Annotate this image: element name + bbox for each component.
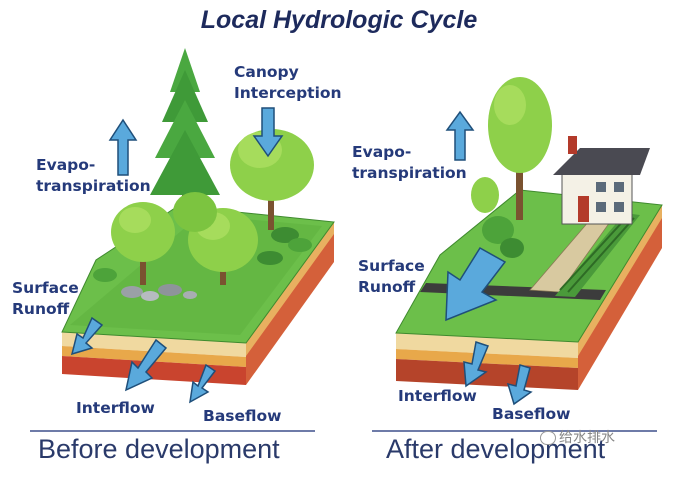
before-baseflow-arrow [189,363,217,404]
canopy-interception-arrow [252,107,284,158]
after-surface-runoff-arrow [445,246,507,322]
before-grass-shade [70,215,322,335]
before-development-caption: Before development [38,434,280,464]
conifer-tree [150,48,220,220]
watermark-icon [540,431,556,446]
before-evapotranspiration-label: Evapo- transpiration [36,155,151,197]
before-interflow-arrow [124,338,168,392]
after-baseflow-label: Baseflow [492,405,571,423]
canopy-interception-label: Canopy Interception [234,62,342,104]
flow-arrows [70,107,533,406]
after-caption-rule [372,430,657,432]
after-surface-line2: Runoff [358,278,416,296]
canopy-label-line2: Interception [234,84,342,102]
watermark-text: 给水排水 [559,429,615,445]
after-evapotranspiration-arrow [445,110,475,161]
before-surface-runoff-label: Surface Runoff [12,278,79,320]
after-shrubs [471,177,524,258]
after-evapo-line2: transpiration [352,164,467,182]
before-soil-bottom-layer [62,356,246,385]
before-evapo-line2: transpiration [36,177,151,195]
after-surface-runoff-label: Surface Runoff [358,256,425,298]
after-soil-bottom-layer [396,359,578,390]
canopy-label-line1: Canopy [234,63,299,81]
garden-rows [555,213,640,297]
before-caption-rule [30,430,315,432]
bushes-group [93,227,312,282]
before-evapotranspiration-arrow [108,118,138,176]
after-surface-line1: Surface [358,257,425,275]
before-development-block [61,48,335,385]
before-soil-right-band [246,222,334,356]
after-tree [488,77,552,220]
diagram-title: Local Hydrologic Cycle [200,6,478,34]
after-soil-right-band [578,205,662,356]
after-interflow-arrow [463,341,490,388]
watermark: 给水排水 [540,427,615,447]
before-baseflow-label: Baseflow [203,407,282,425]
deciduous-trees [111,129,314,285]
before-surface-line2: Runoff [12,300,70,318]
before-interflow-label: Interflow [76,399,155,417]
after-evapo-line1: Evapo- [352,143,412,161]
before-surface-runoff-arrow [70,316,104,356]
before-evapo-line1: Evapo- [36,156,96,174]
after-interflow-label: Interflow [398,387,477,405]
rocks-group [121,284,197,301]
before-surface-line1: Surface [12,279,79,297]
after-soil-mid-layer [396,349,578,368]
house [553,136,650,225]
after-development-block [395,77,663,390]
after-evapotranspiration-label: Evapo- transpiration [352,142,467,184]
after-development-caption: After development [386,434,606,464]
after-baseflow-arrow [506,364,533,406]
